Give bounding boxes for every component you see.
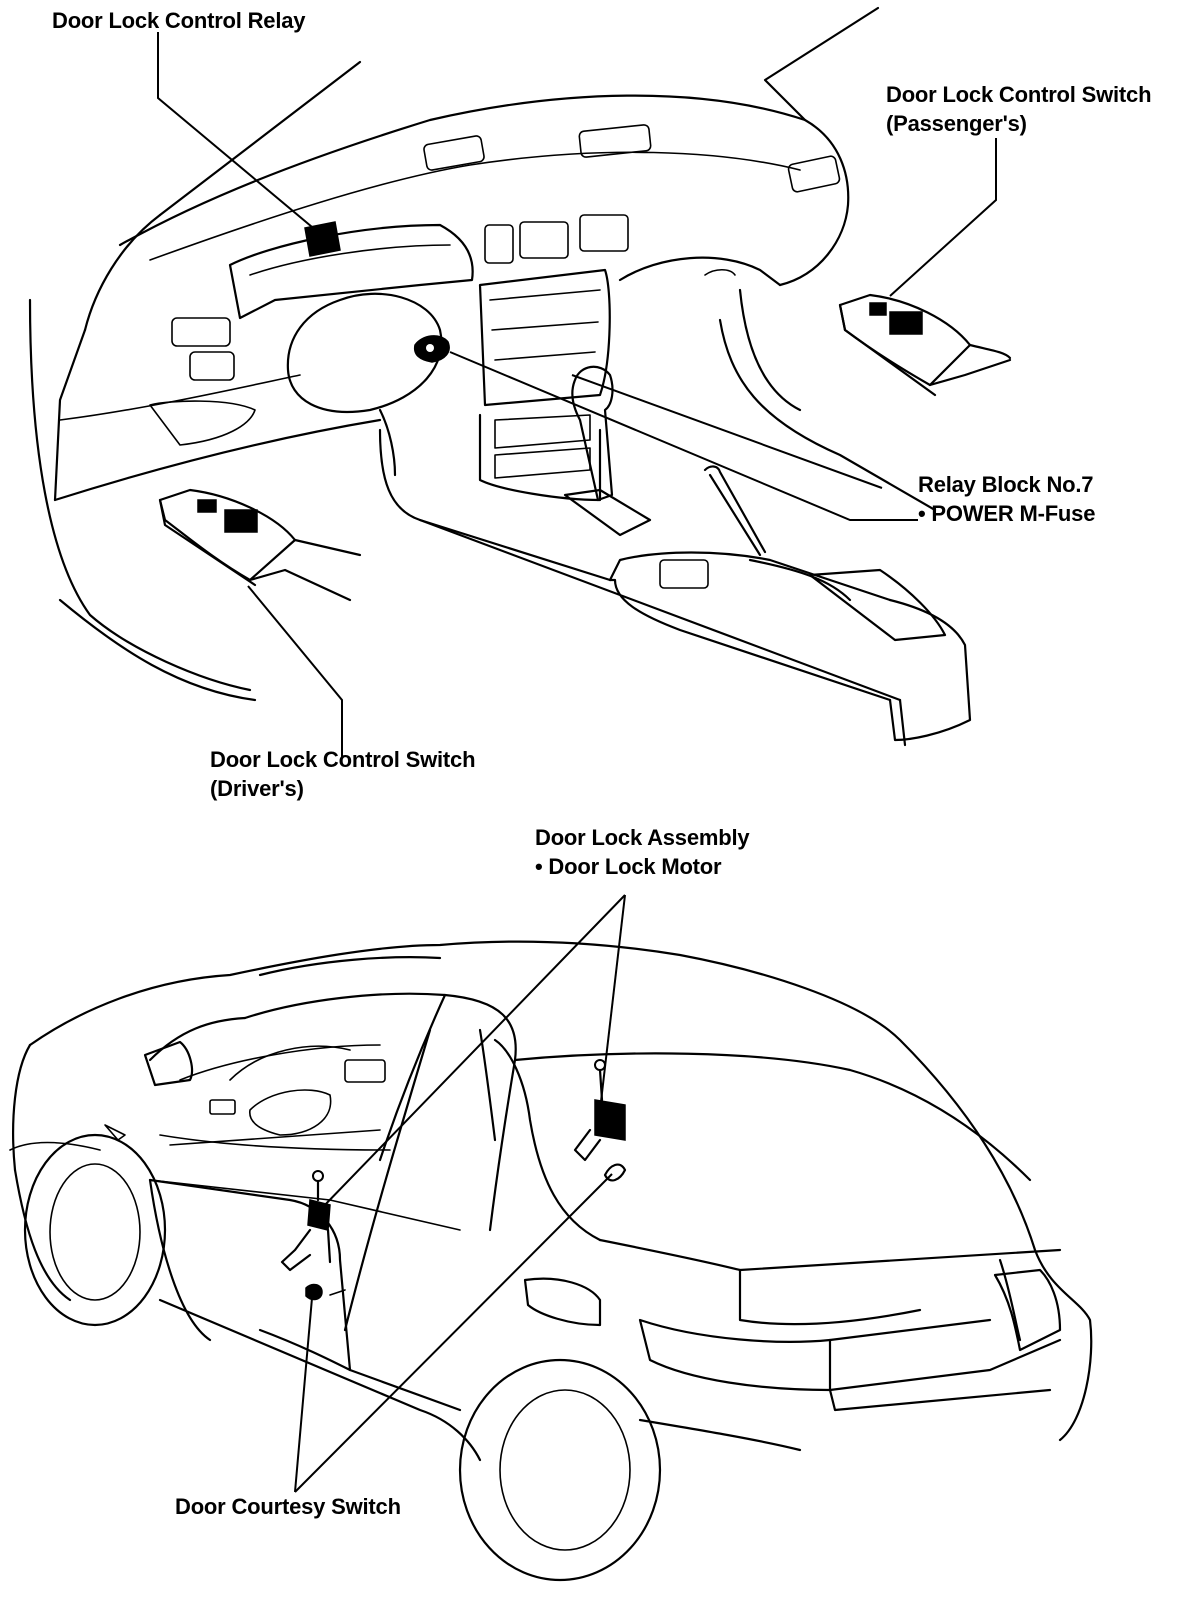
label-text: Door Courtesy Switch [175, 1494, 401, 1519]
dashboard-illustration [28, 6, 1012, 747]
label-text: • Door Lock Motor [535, 854, 722, 879]
label-text: Door Lock Control Switch [210, 747, 476, 772]
label-door-lock-control-relay: Door Lock Control Relay [52, 6, 306, 35]
label-text: • POWER M-Fuse [918, 501, 1096, 526]
label-door-lock-control-switch-passenger: Door Lock Control Switch (Passenger's) [886, 80, 1152, 138]
label-text: (Driver's) [210, 776, 304, 801]
label-door-courtesy-switch: Door Courtesy Switch [175, 1492, 401, 1521]
leader-lines-top [157, 32, 997, 757]
label-door-lock-assembly: Door Lock Assembly • Door Lock Motor [535, 823, 750, 881]
label-text: Door Lock Control Switch [886, 82, 1152, 107]
label-door-lock-control-switch-driver: Door Lock Control Switch (Driver's) [210, 745, 476, 803]
car-illustration [9, 940, 1093, 1582]
label-text: Door Lock Control Relay [52, 8, 306, 33]
label-text: Relay Block No.7 [918, 472, 1094, 497]
label-text: (Passenger's) [886, 111, 1027, 136]
leader-lines-bottom [294, 894, 626, 1493]
label-text: Door Lock Assembly [535, 825, 750, 850]
label-relay-block-no7: Relay Block No.7 • POWER M-Fuse [918, 470, 1095, 528]
